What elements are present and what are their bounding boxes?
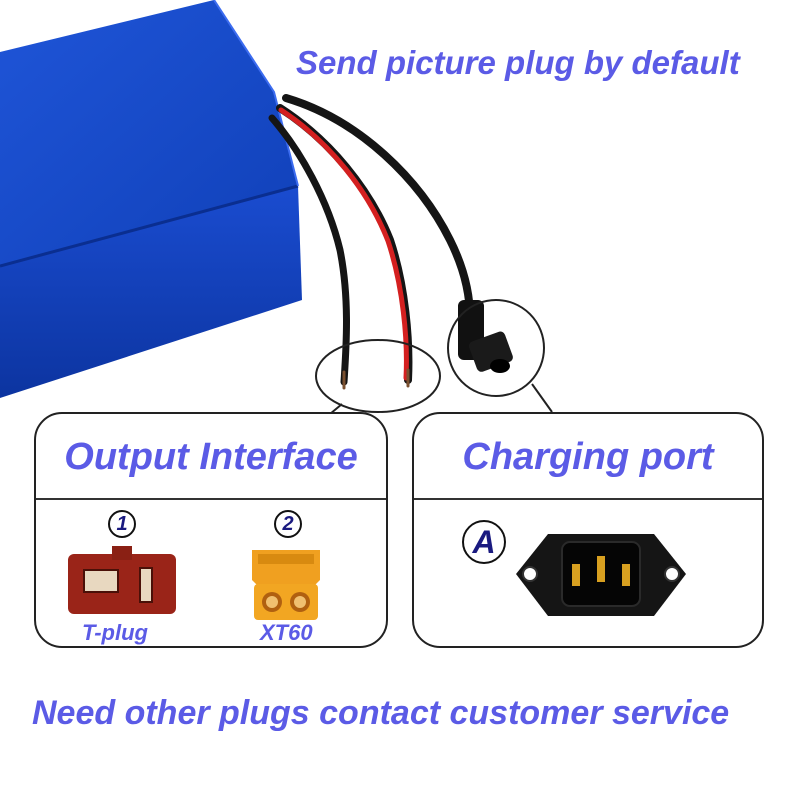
charging-port-letter-badge: A [462,520,506,564]
battery-wires [268,94,474,390]
dc-jack-callout [447,299,545,397]
charging-socket-icon [516,534,686,616]
wire-tips-callout [315,339,441,413]
dc-jack-plug [458,300,513,373]
charging-port-title: Charging port [462,436,714,478]
output-interface-panel: Output Interface 1 T-plug 2 XT60 [34,412,388,648]
battery-pack [0,0,302,398]
xt60-connector-icon [252,550,320,620]
xt60-caption: XT60 [260,620,313,645]
output-divider [36,498,386,500]
charging-divider [414,498,762,500]
tplug-caption: T-plug [82,620,148,645]
xt60-number-badge: 2 [274,510,302,538]
output-interface-title: Output Interface [64,436,358,478]
tplug-connector-icon [68,546,176,614]
tplug-number-badge: 1 [108,510,136,538]
default-plug-headline: Send picture plug by default [296,44,740,81]
contact-service-footer: Need other plugs contact customer servic… [32,694,730,732]
charging-port-panel: Charging port A [412,412,764,648]
